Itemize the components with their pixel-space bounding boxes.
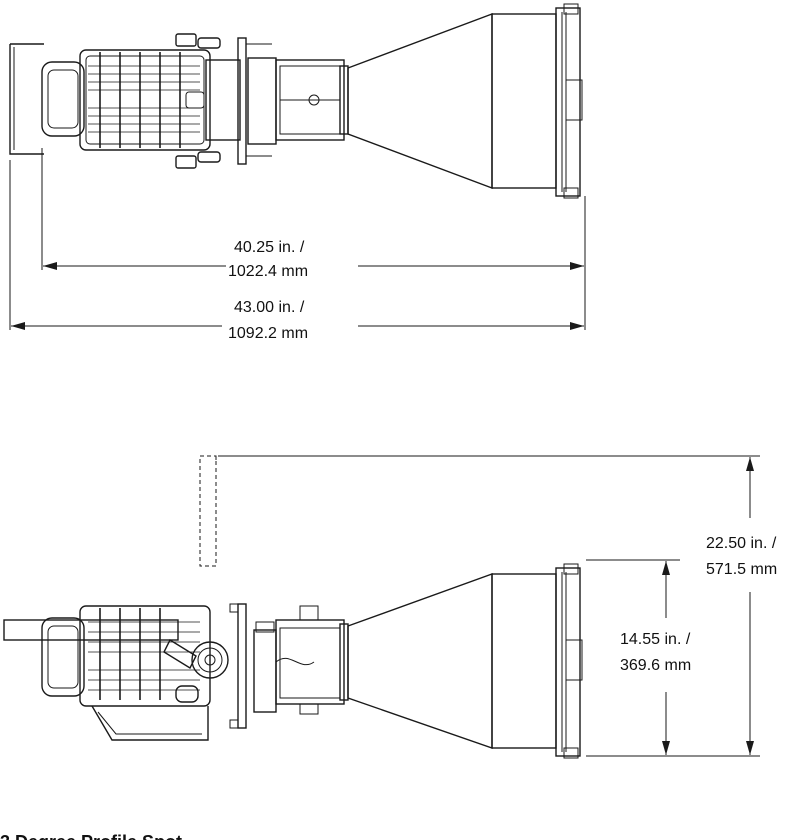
dim-height-lens-line2: 369.6 mm bbox=[620, 657, 691, 674]
dim-length-overall: 43.00 in. / 1092.2 mm bbox=[11, 299, 584, 342]
dim-length-overall-line2: 1092.2 mm bbox=[228, 325, 308, 342]
side-view bbox=[3, 455, 583, 759]
dim-length-lens: 40.25 in. / 1022.4 mm bbox=[43, 239, 584, 280]
caption: 3 Degree Profile Spot bbox=[0, 832, 182, 840]
dim-height-lens: 14.55 in. / 369.6 mm bbox=[620, 561, 691, 755]
dim-height-lens-line1: 14.55 in. / bbox=[620, 631, 691, 648]
dim-length-overall-line1: 43.00 in. / bbox=[234, 299, 305, 316]
dim-height-overall-line1: 22.50 in. / bbox=[706, 535, 777, 552]
dim-height-overall-line2: 571.5 mm bbox=[706, 561, 777, 578]
top-view bbox=[9, 3, 583, 199]
dim-length-lens-line2: 1022.4 mm bbox=[228, 263, 308, 280]
dim-height-overall: 22.50 in. / 571.5 mm bbox=[706, 457, 777, 755]
dim-length-lens-line1: 40.25 in. / bbox=[234, 239, 305, 256]
